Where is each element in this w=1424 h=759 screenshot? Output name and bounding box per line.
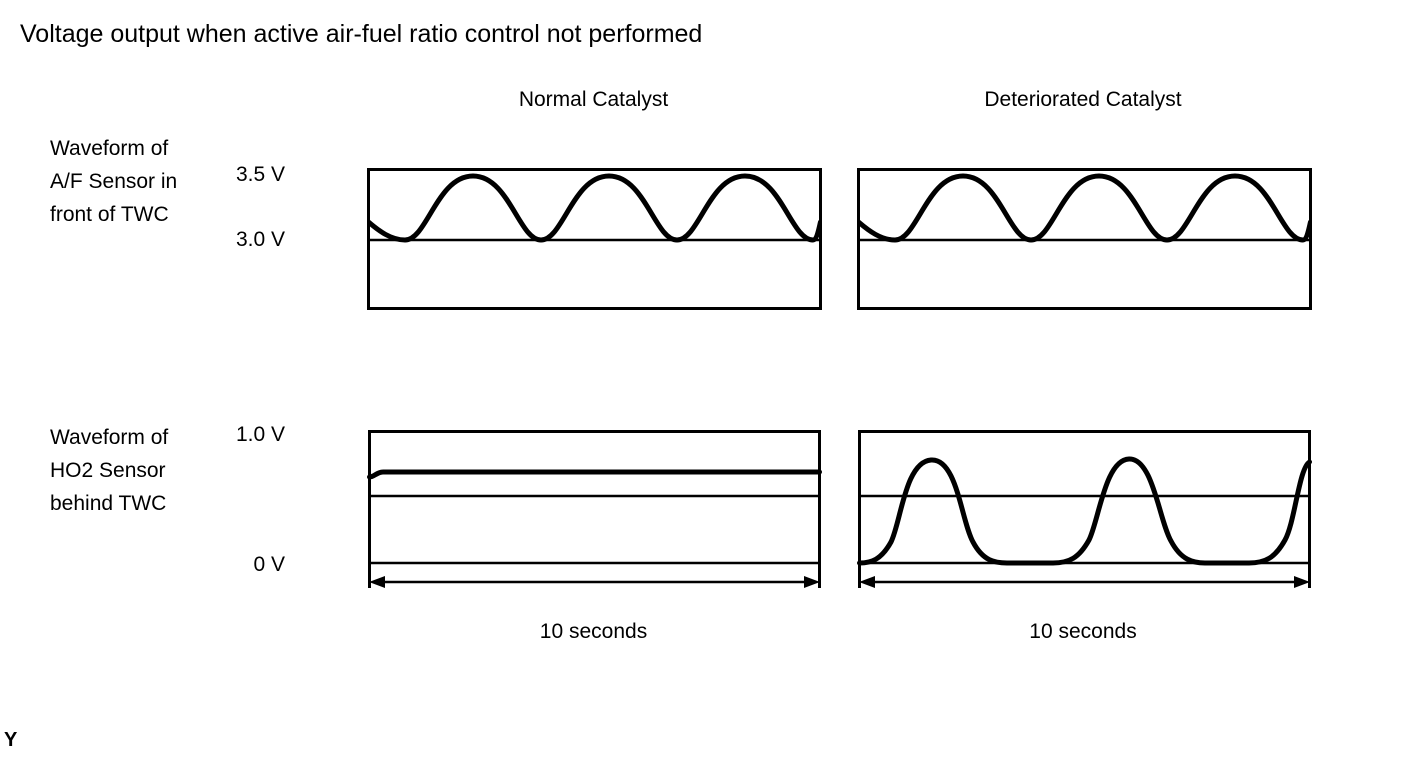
axis-label-ho2-top: 1.0 V [235,423,285,446]
plot-ho2-sensor-deteriorated-catalyst [857,430,1312,588]
waveform-trace [857,173,1312,243]
axis-label-af-mid: 3.0 V [235,228,285,251]
axis-label-ho2-zero: 0 V [253,553,285,576]
axis-label-af-top: 3.5 V [235,163,285,186]
row-label-ho2-sensor: Waveform of HO2 Sensor behind TWC [50,426,169,515]
stray-mark: Y [4,729,18,751]
duration-label-normal: 10 seconds [539,620,648,643]
plot-af-sensor-deteriorated-catalyst [857,168,1312,310]
page-title: Voltage output when active air-fuel rati… [20,20,703,48]
row-label-af-sensor: Waveform of A/F Sensor in front of TWC [50,137,178,226]
duration-arrow [859,576,1310,588]
waveform-trace [367,469,822,480]
plot-ho2-sensor-normal-catalyst [367,430,822,588]
column-header-deteriorated-catalyst: Deteriorated Catalyst [984,88,1182,111]
column-header-normal-catalyst: Normal Catalyst [518,88,669,111]
waveform-trace [857,456,1312,566]
duration-arrow [369,576,820,588]
plot-af-sensor-normal-catalyst [367,168,822,310]
duration-label-deteriorated: 10 seconds [1029,620,1137,643]
waveform-trace [367,173,822,243]
